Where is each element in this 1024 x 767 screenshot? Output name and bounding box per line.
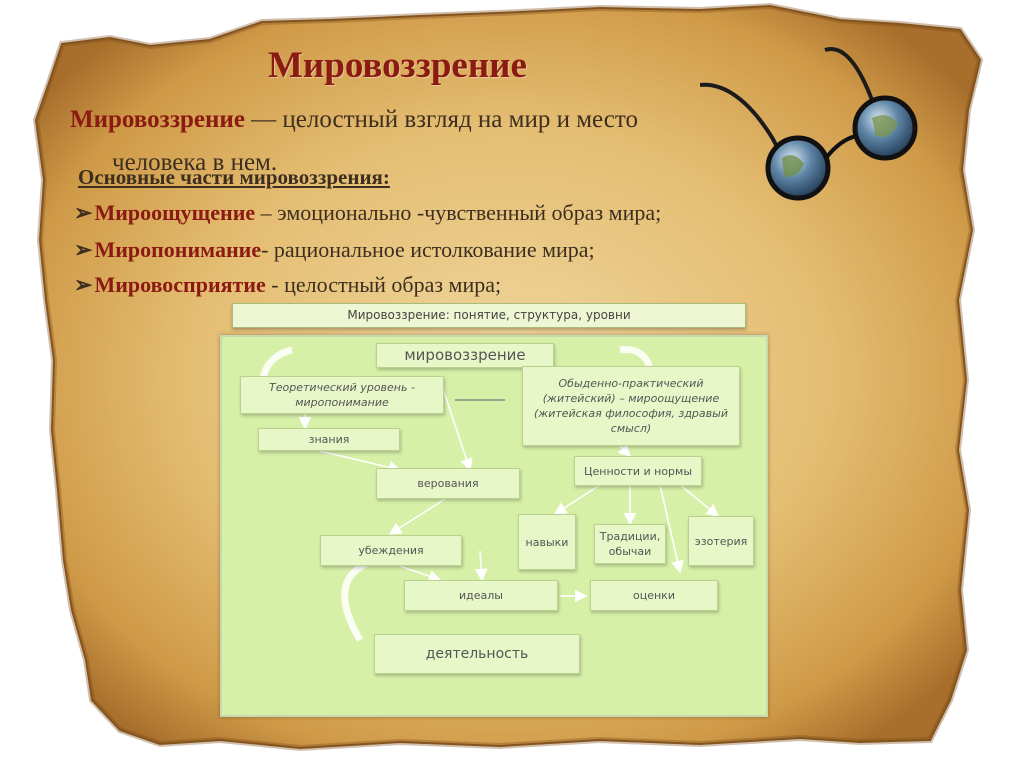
node-esoterics: эзотерия [688, 516, 754, 566]
definition-rest: — целостный взгляд на мир и место [244, 106, 638, 133]
node-ideals: идеалы [404, 580, 558, 611]
bullet-term: Мироощущение [94, 200, 256, 225]
bullet-text: – эмоционально -чувственный образ мира; [255, 200, 662, 225]
glasses-with-globe-lenses-icon [700, 47, 918, 201]
node-everyday-level: Обыденно-практический (житейский) – миро… [522, 366, 740, 446]
node-traditions: Традиции, обычаи [594, 524, 666, 564]
node-evaluations: оценки [590, 580, 718, 611]
bullet-arrow-icon: ➢ [74, 272, 93, 297]
node-theoretical-level: Теоретический уровень - миропонимание [240, 376, 444, 414]
bullet-arrow-icon: ➢ [74, 237, 93, 262]
bullet-term: Миропонимание [94, 237, 262, 262]
node-beliefs: верования [376, 468, 520, 499]
node-activity: деятельность [374, 634, 580, 674]
bullet-text: - рациональное истолкование мира; [261, 237, 595, 262]
bullet-item: ➢Миропонимание- рациональное истолковани… [74, 237, 595, 263]
bullet-arrow-icon: ➢ [74, 200, 93, 225]
slide-title: Мировоззрение [268, 45, 527, 86]
node-values-norms: Ценности и нормы [574, 456, 702, 486]
definition-line-1: Мировоззрение — целостный взгляд на мир … [70, 98, 870, 141]
bullet-item: ➢Мировосприятие - целостный образ мира; [74, 272, 501, 298]
diagram-banner: Мировоззрение: понятие, структура, уровн… [232, 303, 746, 328]
node-worldview: мировоззрение [376, 343, 554, 368]
bullet-text: - целостный образ мира; [265, 272, 502, 297]
parts-heading: Основные части мировоззрения: [78, 165, 390, 189]
node-knowledge: знания [258, 428, 400, 451]
bullet-term: Мировосприятие [94, 272, 266, 297]
node-skills: навыки [518, 514, 576, 570]
definition-term: Мировоззрение [70, 106, 245, 133]
definition-line-2: человека в нем. [112, 149, 278, 176]
definition-text: Мировоззрение — целостный взгляд на мир … [70, 98, 870, 184]
node-convictions: убеждения [320, 535, 462, 566]
bullet-item: ➢Мироощущение – эмоционально -чувственны… [74, 200, 661, 226]
